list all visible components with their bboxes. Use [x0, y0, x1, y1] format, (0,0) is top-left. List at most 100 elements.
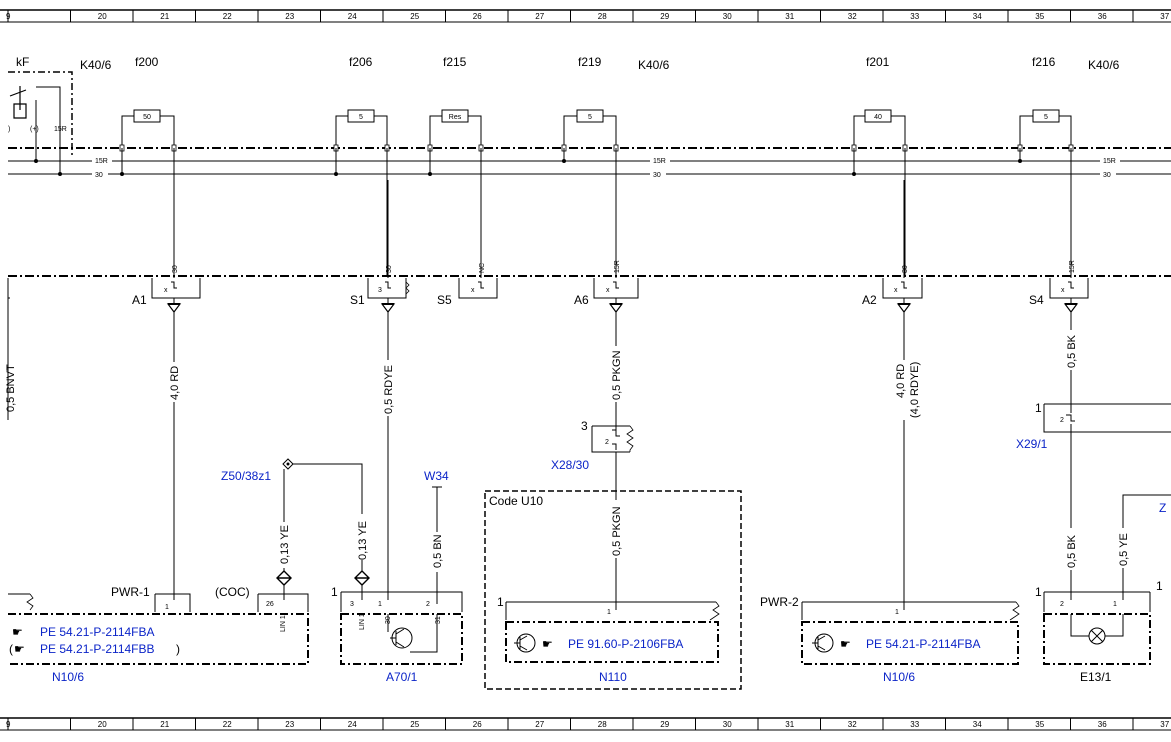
x29-outer-pin: 1 [1035, 401, 1042, 415]
connector-pin: 15R [1069, 260, 1076, 273]
ruler-cell: 32 [848, 720, 857, 729]
ruler-cell: 37 [1160, 12, 1169, 21]
x28-ref[interactable]: X28/30 [551, 458, 589, 472]
x29-ref[interactable]: X29/1 [1016, 437, 1048, 451]
a70-name[interactable]: A70/1 [386, 670, 418, 684]
n10-right-name[interactable]: N10/6 [883, 670, 915, 684]
wire-w34-label: 0,5 BN [432, 534, 444, 568]
ruler-cell: 29 [660, 720, 669, 729]
bus-30: 30 30 30 [8, 169, 1171, 179]
connector-name: S4 [1029, 293, 1044, 307]
pointer-icon: ☛ [14, 642, 25, 656]
ruler-cell: 30 [723, 720, 732, 729]
a70-pin-1: 1 [378, 601, 382, 608]
15r-relay-label: 15R [54, 126, 67, 133]
e13-name[interactable]: E13/1 [1080, 670, 1112, 684]
wire-a2-alt-label: (4,0 RDYE) [909, 362, 921, 418]
n10-left-name[interactable]: N10/6 [52, 670, 84, 684]
wire-s4-low-label: 0,5 BK [1066, 534, 1078, 568]
pointer-icon: ☛ [542, 637, 553, 651]
n110-module: 1 1 ☛ PE 91.60-P-2106FBA N110 [497, 595, 720, 684]
connector-mark: x [606, 287, 610, 294]
x28-connector: 3 2 X28/30 [551, 419, 634, 472]
ruler-cell: 33 [910, 720, 919, 729]
ruler-cell: 28 [598, 720, 607, 729]
wire-z50-right-label: 0,13 YE [357, 521, 369, 560]
n10-left-ref-2[interactable]: PE 54.21-P-2114FBB [40, 642, 155, 656]
ruler-cell: 24 [348, 720, 357, 729]
wire-a6-label: 0,5 PKGN [611, 350, 623, 400]
ruler-cell: 27 [535, 720, 544, 729]
k40-label-mid: K40/6 [638, 58, 670, 72]
ruler-cell: 20 [98, 12, 107, 21]
wire-s4-label: 0,5 BK [1066, 334, 1078, 368]
ruler-cell: 23 [285, 12, 294, 21]
ruler-cell: 33 [910, 12, 919, 21]
connector-name: S5 [437, 293, 452, 307]
a70-outer-pin: 1 [331, 585, 338, 599]
n10-right-ref[interactable]: PE 54.21-P-2114FBA [866, 637, 981, 651]
w34-ref[interactable]: W34 [424, 469, 449, 483]
fuse-name: f206 [349, 55, 373, 69]
bus-15r-label-2: 15R [653, 158, 666, 165]
ruler-cell: 34 [973, 12, 982, 21]
wire-a2-label: 4,0 RD [895, 364, 907, 398]
ruler-cell: 32 [848, 12, 857, 21]
transistor-icon [812, 633, 834, 653]
n10-right-pin: 1 [895, 609, 899, 616]
code-u10-label: Code U10 [489, 494, 543, 508]
fuse-rating: 5 [588, 114, 592, 121]
connector-pin: 30 [902, 265, 909, 273]
connector-mark: x [164, 287, 168, 294]
ruler-cell: 25 [410, 720, 419, 729]
e13-pin-2: 2 [1060, 601, 1064, 608]
fuse-rating: 50 [143, 114, 151, 121]
a70-pin-3: 3 [350, 601, 354, 608]
ruler-cell: 36 [1098, 12, 1107, 21]
z50-ref[interactable]: Z50/38z1 [221, 469, 271, 483]
fuse-rating: Res [449, 114, 462, 121]
fuse-name: f215 [443, 55, 467, 69]
connector-mark: 3 [378, 287, 382, 294]
ruler-cell: 36 [1098, 720, 1107, 729]
fuse-name: f200 [135, 55, 159, 69]
fuse-rating: 5 [359, 114, 363, 121]
pointer-icon: ☛ [12, 625, 23, 639]
a70-module: 1 3 1 2 LIN 1 30 31 A70/1 [331, 585, 463, 684]
pwr1-label: PWR-1 [111, 585, 150, 599]
ruler-cell: 31 [785, 12, 794, 21]
ruler-cell: 34 [973, 720, 982, 729]
kf-label: kF [16, 55, 29, 69]
n110-ref[interactable]: PE 91.60-P-2106FBA [568, 637, 683, 651]
wire-ye-right-label: 0,5 YE [1118, 533, 1130, 566]
e13-outer-pin: 1 [1035, 585, 1042, 599]
k40-label-right: K40/6 [1088, 58, 1120, 72]
wire-a6: 0,5 PKGN 0,5 PKGN [610, 312, 623, 610]
connector-name: A2 [862, 293, 877, 307]
n10-left-ref-1[interactable]: PE 54.21-P-2114FBA [40, 625, 155, 639]
n110-name[interactable]: N110 [599, 670, 627, 684]
ruler-cell: 30 [723, 12, 732, 21]
transistor-icon [387, 614, 438, 653]
ruler-cell: 22 [223, 12, 232, 21]
wire-a1-label: 4,0 RD [169, 366, 181, 400]
connector-mark: x [471, 287, 475, 294]
n10-left-module: PWR-1 1 (COC) 26 LIN 1 ☛ PE 54.21-P-2114… [8, 585, 309, 684]
x28-outer-pin: 3 [581, 419, 588, 433]
connector-name: A6 [574, 293, 589, 307]
ruler-cell: 25 [410, 12, 419, 21]
a70-31-label: 31 [435, 616, 442, 624]
ruler-cell: 26 [473, 12, 482, 21]
ruler-cell: 9 [6, 720, 11, 729]
z-edge-ref[interactable]: Z [1159, 501, 1166, 515]
z50-splice: Z50/38z1 0,13 YE 0,13 YE [221, 458, 370, 600]
ruler-cell: 9 [6, 12, 11, 21]
